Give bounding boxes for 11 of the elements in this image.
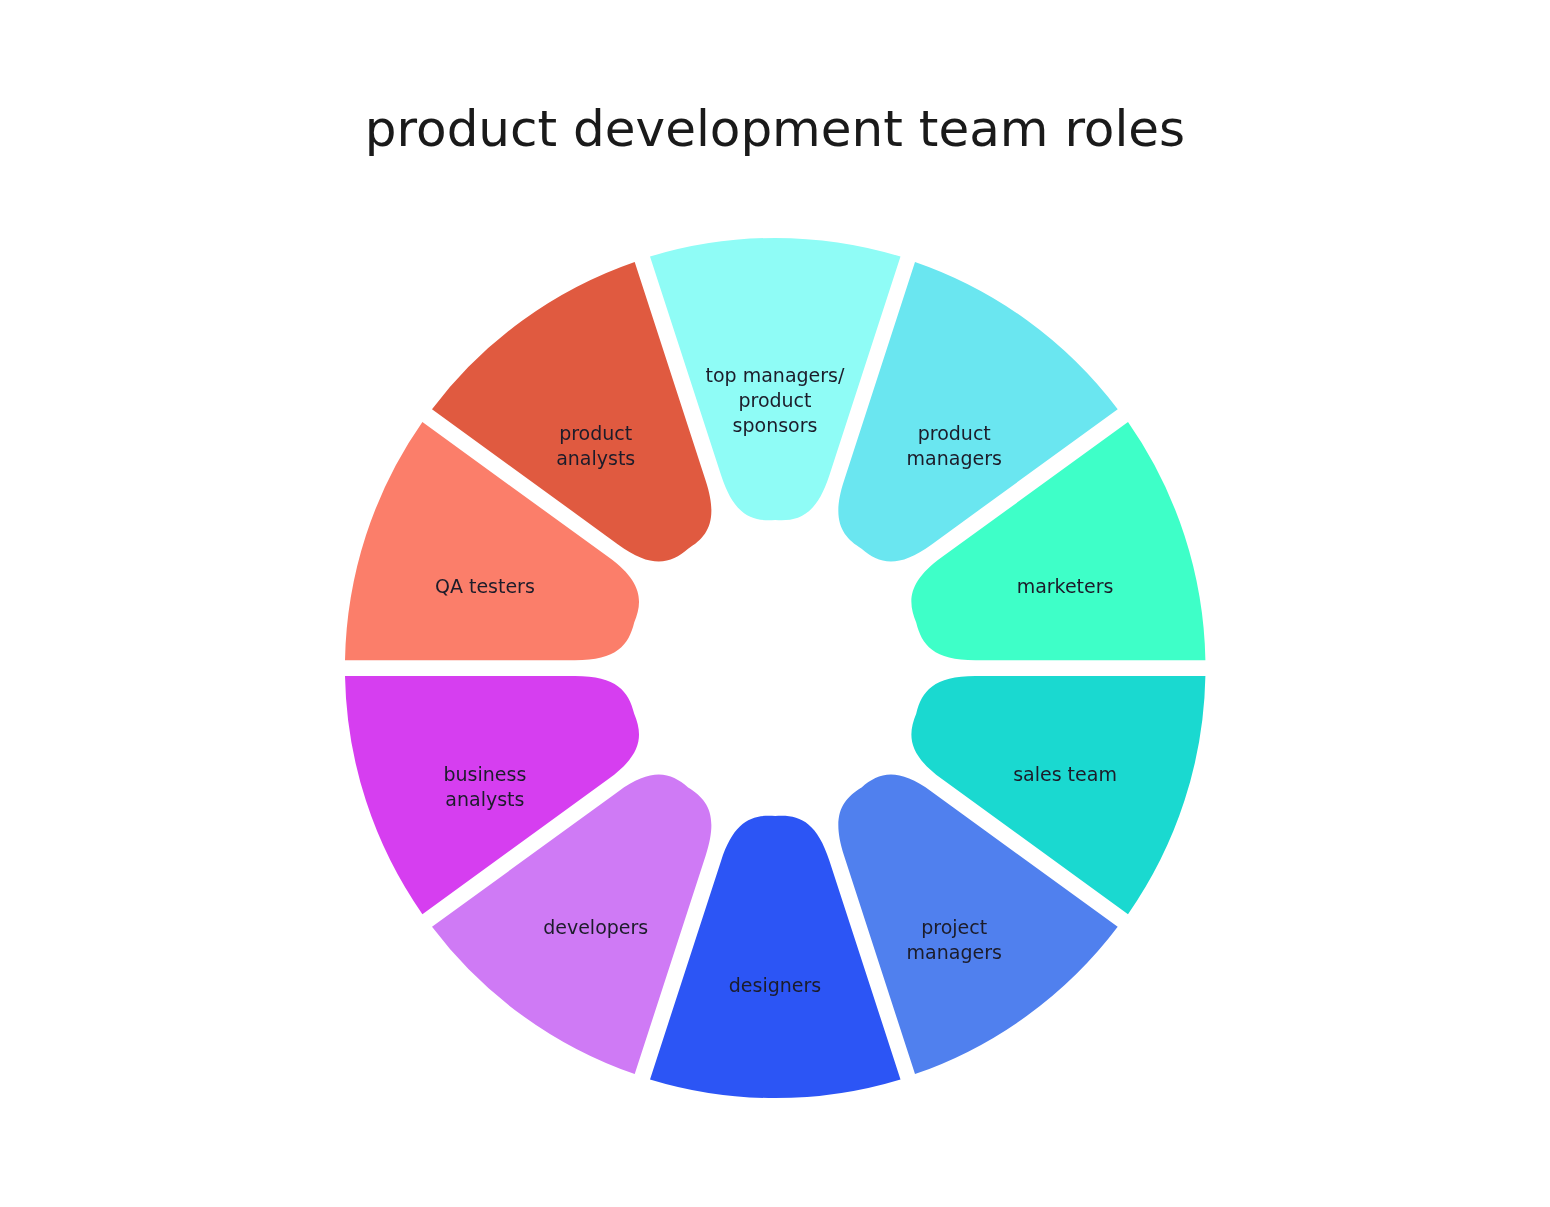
segment-label: project managers bbox=[905, 914, 1003, 965]
segment-label: product analysts bbox=[555, 421, 637, 472]
segment-label: QA testers bbox=[433, 573, 536, 599]
segment-label: business analysts bbox=[442, 762, 528, 813]
segment-label: developers bbox=[542, 914, 650, 940]
segment-label: designers bbox=[727, 973, 823, 998]
segment-label: top managers/ product sponsors bbox=[704, 363, 846, 438]
segment-label: product managers bbox=[905, 421, 1003, 472]
title: product development team roles bbox=[363, 100, 1187, 158]
segment-label: sales team bbox=[1012, 762, 1118, 788]
segment-label: marketers bbox=[1015, 573, 1115, 599]
